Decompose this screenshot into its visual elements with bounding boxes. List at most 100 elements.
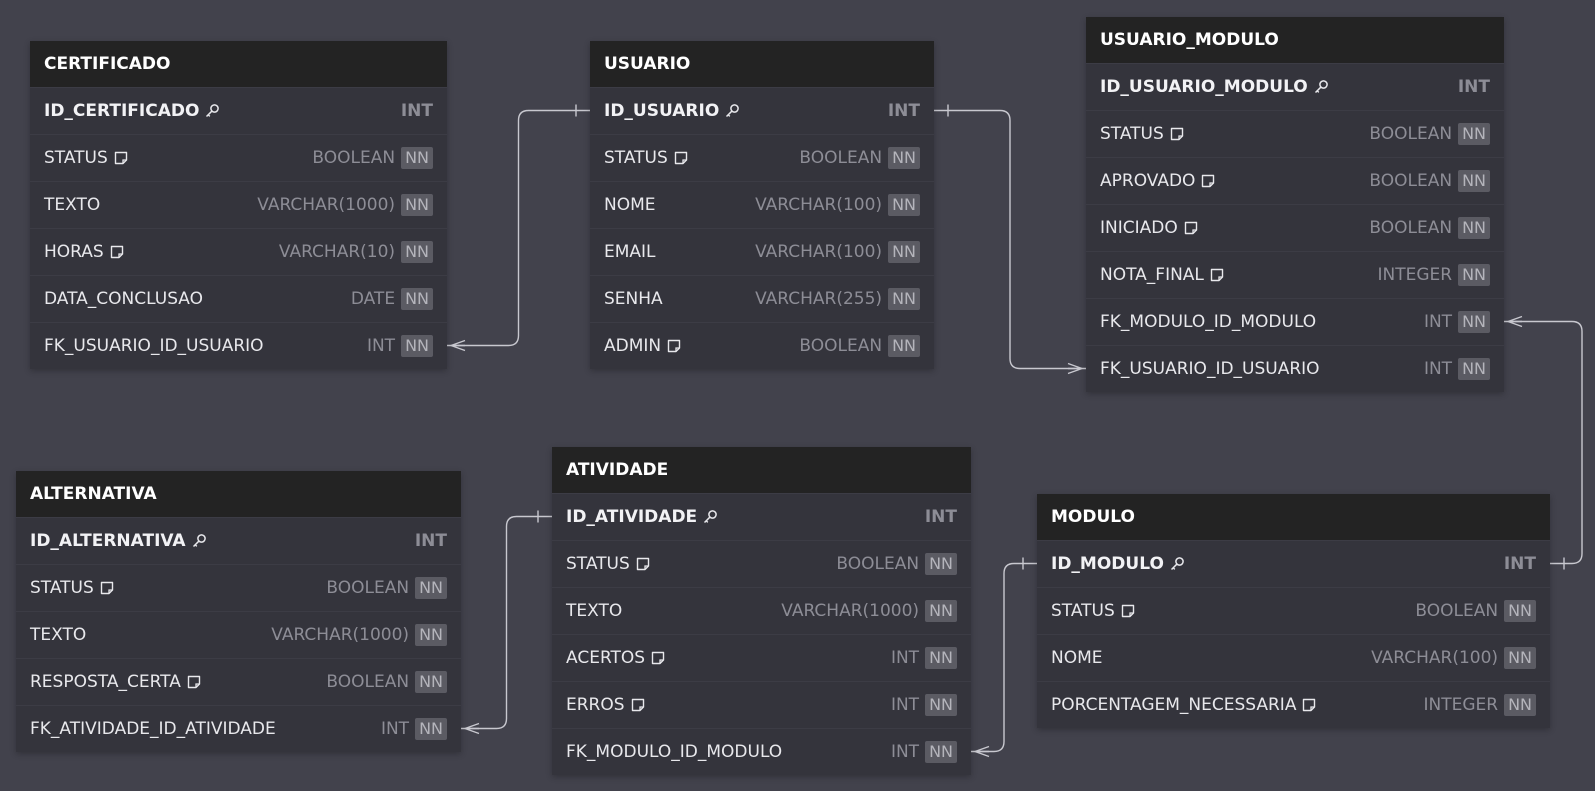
crows-foot-marker xyxy=(1507,315,1523,328)
column-type: INT xyxy=(414,531,447,551)
note-icon[interactable] xyxy=(1120,603,1136,619)
note-icon[interactable] xyxy=(1209,267,1225,283)
note-icon[interactable] xyxy=(666,338,682,354)
column-type: VARCHAR(10) xyxy=(278,242,396,262)
table-title[interactable]: USUARIO_MODULO xyxy=(1086,17,1504,63)
column-type: INT xyxy=(1503,554,1536,574)
column-row[interactable]: ID_MODULO INT xyxy=(1037,540,1550,587)
not-null-badge: NN xyxy=(401,335,433,357)
table-title[interactable]: ATIVIDADE xyxy=(552,447,971,493)
note-icon[interactable] xyxy=(113,150,129,166)
column-name: NOME xyxy=(1051,648,1103,668)
note-icon[interactable] xyxy=(186,674,202,690)
column-type: VARCHAR(1000) xyxy=(271,625,410,645)
key-icon xyxy=(724,103,740,119)
not-null-badge: NN xyxy=(1458,170,1490,192)
column-name: DATA_CONCLUSAO xyxy=(44,289,204,309)
note-icon[interactable] xyxy=(1183,220,1199,236)
crows-foot-marker xyxy=(974,745,990,758)
column-type: INTEGER xyxy=(1377,265,1453,285)
crows-foot-marker xyxy=(450,339,466,352)
note-icon[interactable] xyxy=(99,580,115,596)
column-name: FK_ATIVIDADE_ID_ATIVIDADE xyxy=(30,719,276,739)
note-icon[interactable] xyxy=(630,697,646,713)
column-type: VARCHAR(255) xyxy=(755,289,883,309)
table-title[interactable]: ALTERNATIVA xyxy=(16,471,461,517)
column-name: STATUS xyxy=(604,148,689,168)
table-title[interactable]: MODULO xyxy=(1037,494,1550,540)
column-name: ID_ATIVIDADE xyxy=(566,507,718,527)
note-icon[interactable] xyxy=(1200,173,1216,189)
note-icon[interactable] xyxy=(673,150,689,166)
not-null-badge: NN xyxy=(401,194,433,216)
column-name: FK_MODULO_ID_MODULO xyxy=(1100,312,1317,332)
column-type: BOOLEAN xyxy=(1369,171,1453,191)
key-icon xyxy=(204,103,220,119)
column-name: ERROS xyxy=(566,695,646,715)
column-name: STATUS xyxy=(566,554,651,574)
table-title[interactable]: CERTIFICADO xyxy=(30,41,447,87)
column-type: BOOLEAN xyxy=(326,672,410,692)
not-null-badge: NN xyxy=(888,288,920,310)
column-row[interactable]: ID_ATIVIDADE INT xyxy=(552,493,971,540)
note-icon[interactable] xyxy=(109,244,125,260)
not-null-badge: NN xyxy=(401,241,433,263)
relationship-line xyxy=(934,109,1086,370)
column-name: ID_MODULO xyxy=(1051,554,1185,574)
column-row[interactable]: ID_ALTERNATIVA INT xyxy=(16,517,461,564)
table-title[interactable]: USUARIO xyxy=(590,41,934,87)
note-icon[interactable] xyxy=(1169,126,1185,142)
column-name: STATUS xyxy=(1100,124,1185,144)
note-icon[interactable] xyxy=(635,556,651,572)
note-icon[interactable] xyxy=(1301,697,1317,713)
note-icon[interactable] xyxy=(650,650,666,666)
column-type: VARCHAR(100) xyxy=(1371,648,1499,668)
column-type: BOOLEAN xyxy=(799,148,883,168)
column-type: DATE xyxy=(350,289,396,309)
column-name: TEXTO xyxy=(566,601,623,621)
column-type: INT xyxy=(924,507,957,527)
column-name: ID_ALTERNATIVA xyxy=(30,531,207,551)
not-null-badge: NN xyxy=(925,694,957,716)
not-null-badge: NN xyxy=(415,577,447,599)
